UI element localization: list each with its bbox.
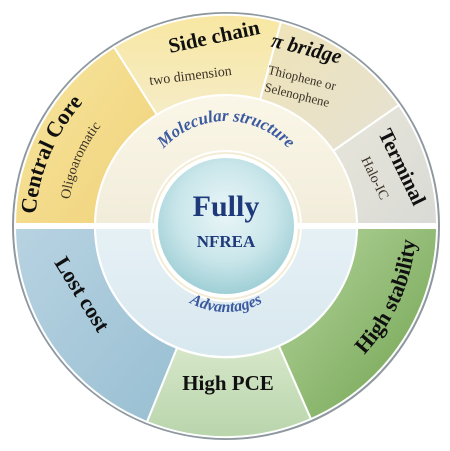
high-pce-title: High PCE (182, 371, 274, 395)
inner-ring-top (93, 94, 359, 227)
inner-ring-bottom (93, 225, 359, 358)
center-subtitle: NFREA (197, 232, 256, 251)
center-title: Fully (193, 190, 260, 223)
center-circle (158, 158, 294, 294)
